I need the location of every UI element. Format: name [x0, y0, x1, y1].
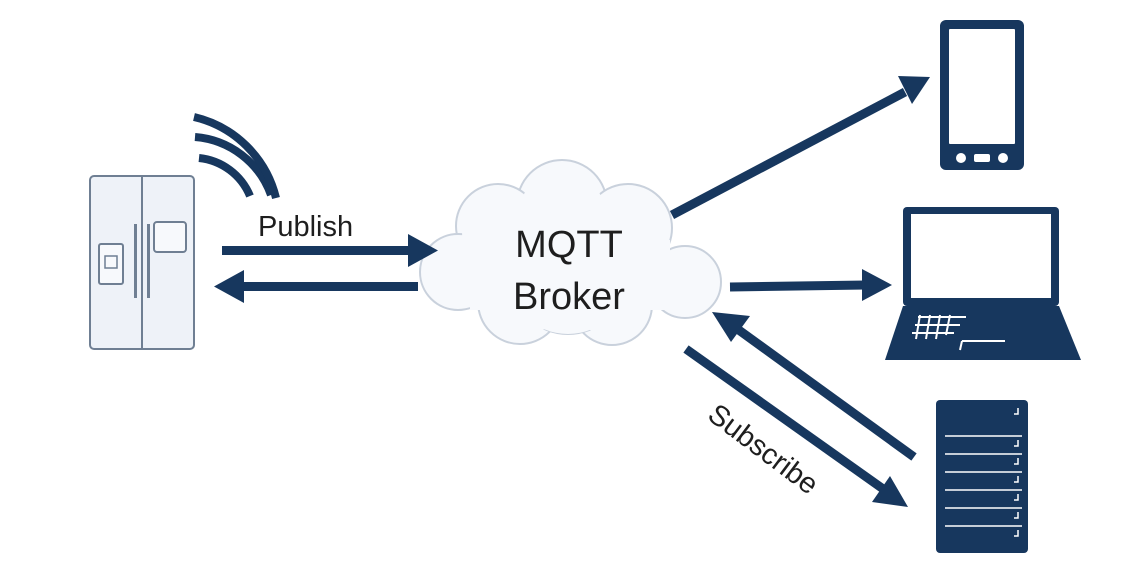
server-icon: [936, 400, 1028, 553]
wifi-signal-icon: [193, 113, 280, 199]
broker-title-line2: Broker: [513, 276, 625, 318]
smart-fridge-icon: [89, 175, 195, 350]
arrow-server-to-broker: [712, 312, 917, 461]
return-arrow: [214, 270, 418, 303]
arrow-broker-to-server: [683, 345, 908, 507]
broker-cloud: MQTT Broker: [419, 159, 722, 346]
smartphone-icon: [940, 20, 1024, 170]
publish-arrow: [222, 234, 438, 267]
arrow-to-smartphone: [669, 76, 930, 219]
broker-title-line1: MQTT: [515, 224, 623, 266]
publish-label: Publish: [258, 211, 353, 243]
arrow-to-laptop: [729, 269, 892, 301]
subscribe-label: Subscribe: [702, 398, 824, 501]
laptop-icon: [885, 207, 1081, 360]
